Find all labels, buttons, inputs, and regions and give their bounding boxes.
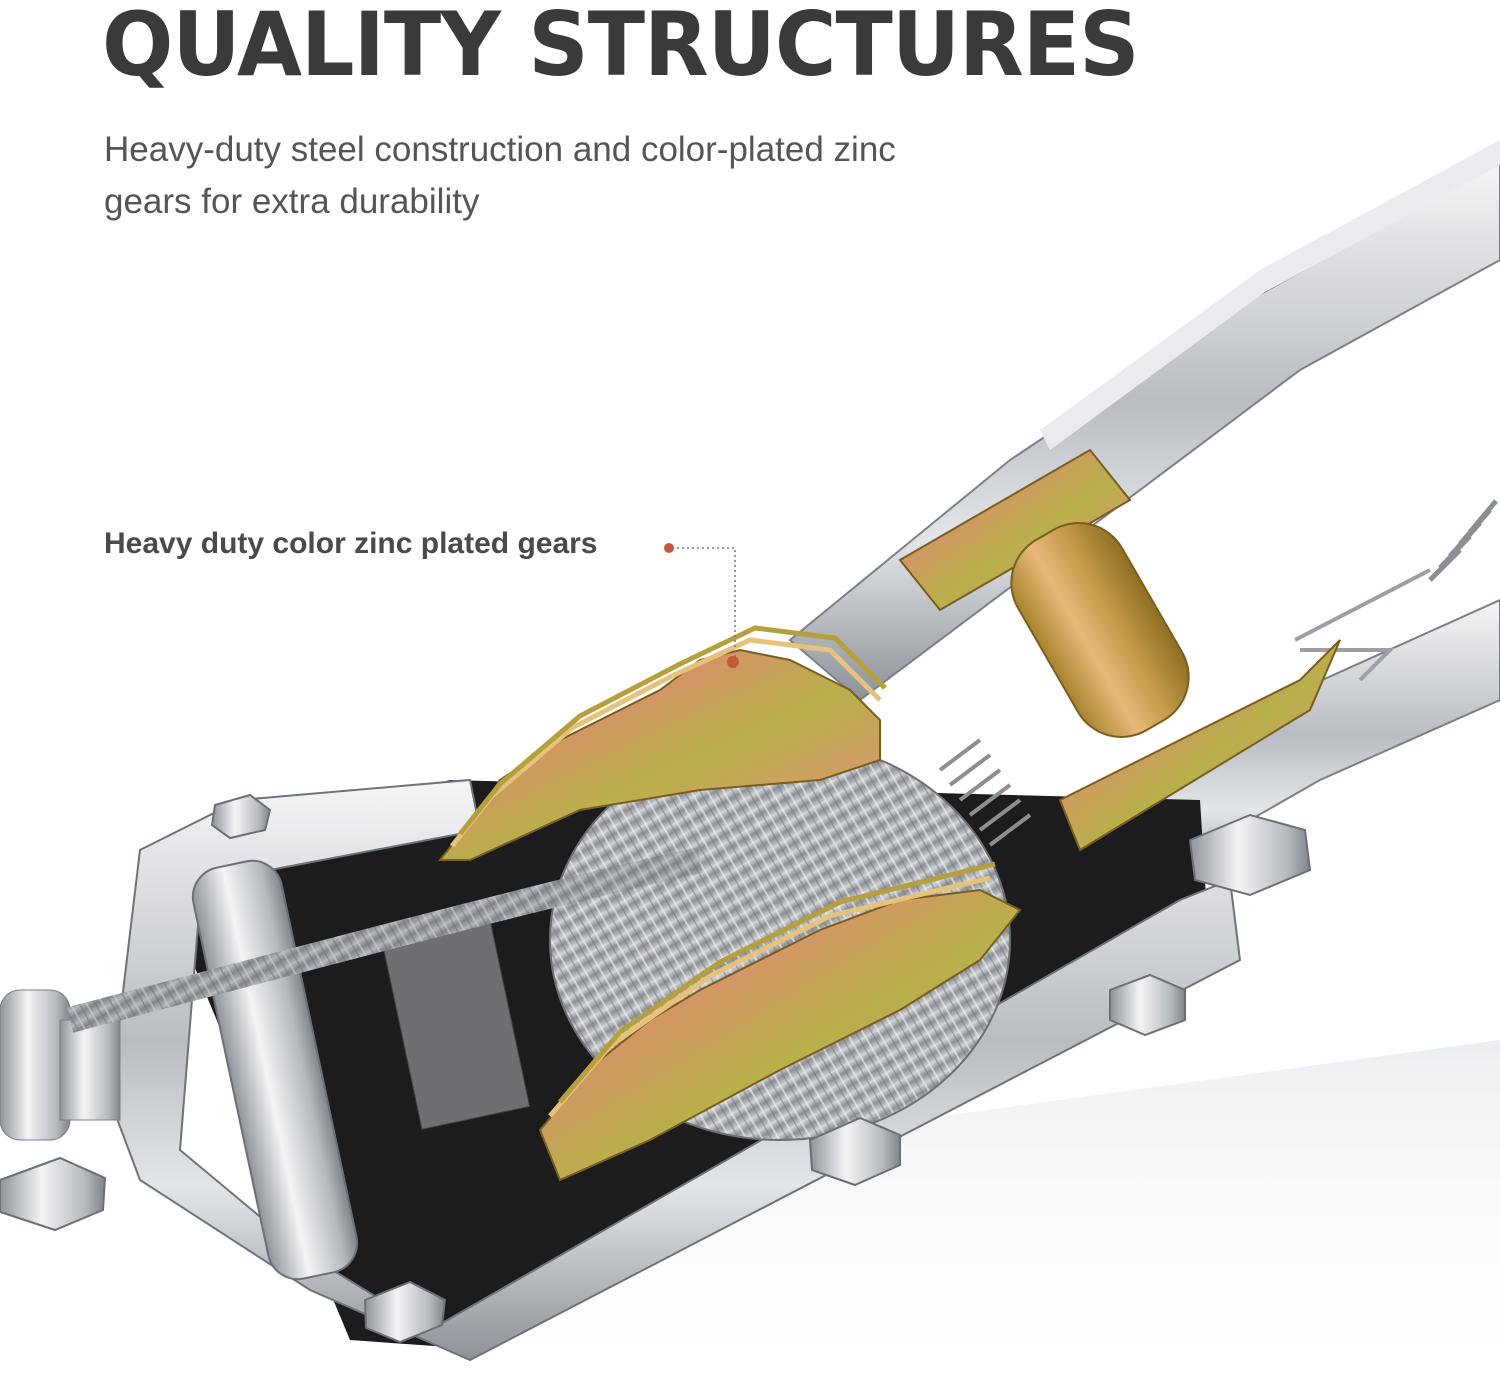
subtitle: Heavy-duty steel construction and color-… bbox=[104, 130, 896, 221]
page-title: QUALITY STRUCTURES bbox=[102, 0, 1140, 96]
callout-label: Heavy duty color zinc plated gears bbox=[104, 527, 598, 560]
